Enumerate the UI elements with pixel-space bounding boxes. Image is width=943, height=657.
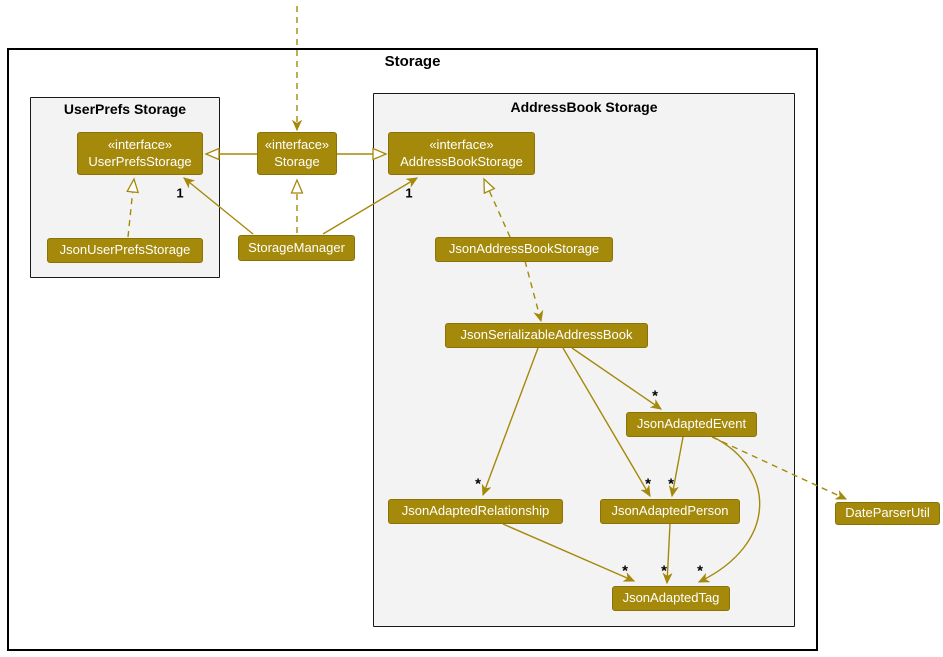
- class-name: UserPrefsStorage: [88, 153, 192, 169]
- class-name: AddressBookStorage: [400, 153, 523, 169]
- class-name: JsonAdaptedPerson: [611, 503, 729, 519]
- multiplicity-label-serializable-event: *: [652, 387, 658, 405]
- class-name: StorageManager: [248, 239, 345, 255]
- node-storagemanager: StorageManager: [238, 235, 355, 261]
- node-jsonaddressbookstorage: JsonAddressBookStorage: [435, 237, 613, 262]
- class-name: Storage: [274, 153, 320, 169]
- node-jsonserializableaddressbook: JsonSerializableAddressBook: [445, 323, 648, 348]
- multiplicity-label-storagemanager-addressbookstorage: 1: [405, 185, 413, 201]
- node-jsonadaptedevent: JsonAdaptedEvent: [626, 412, 757, 437]
- association-arrow-storagemanager-to-userprefsstorage: [184, 178, 254, 235]
- association-arrow-serializable-to-event: [571, 347, 661, 409]
- stereotype-label: «interface»: [264, 136, 330, 152]
- node-jsonadaptedperson: JsonAdaptedPerson: [600, 499, 740, 524]
- multiplicity-label-event-tag: *: [697, 562, 703, 580]
- node-addressbookstorage-interface: «interface» AddressBookStorage: [388, 132, 535, 175]
- association-arrow-person-to-tag: [667, 523, 670, 583]
- node-storage-interface: «interface» Storage: [257, 132, 337, 175]
- stereotype-label: «interface»: [429, 136, 494, 152]
- association-arrow-storagemanager-to-addressbookstorage: [322, 178, 417, 235]
- dependency-arrow-jsonaddressbookstorage-to-jsonserializableaddressbook: [524, 260, 541, 321]
- multiplicity-label-event-person: *: [668, 475, 674, 493]
- multiplicity-label-storagemanager-userprefsstorage: 1: [176, 185, 184, 201]
- package-addressbook-storage: [373, 93, 795, 627]
- dependency-arrow-event-to-dateparserutil: [711, 436, 846, 500]
- class-name: JsonSerializableAddressBook: [460, 327, 633, 343]
- class-name: JsonAdaptedEvent: [636, 416, 747, 432]
- class-name: DateParserUtil: [845, 505, 930, 521]
- association-arrow-relationship-to-tag: [502, 523, 634, 582]
- userprefs-package-title: UserPrefs Storage: [63, 101, 187, 117]
- node-jsonadaptedrelationship: JsonAdaptedRelationship: [388, 499, 563, 524]
- association-arrow-event-to-tag: [699, 436, 761, 583]
- addressbook-package-title: AddressBook Storage: [510, 99, 658, 115]
- association-arrow-serializable-to-person: [562, 347, 650, 496]
- node-jsonadaptedtag: JsonAdaptedTag: [612, 586, 730, 611]
- association-arrow-serializable-to-relationship: [483, 347, 539, 495]
- stereotype-label: «interface»: [107, 136, 173, 152]
- node-userprefsstorage-interface: «interface» UserPrefsStorage: [77, 132, 203, 175]
- outer-package-title: Storage: [384, 53, 441, 70]
- class-name: JsonAddressBookStorage: [448, 241, 600, 257]
- realization-arrow-jsonuserprefsstorage-to-userprefsstorage: [126, 177, 140, 238]
- node-dateparserutil: DateParserUtil: [835, 502, 940, 525]
- multiplicity-label-serializable-relationship: *: [475, 475, 481, 493]
- multiplicity-label-person-tag: *: [661, 562, 667, 580]
- association-arrow-event-to-person: [672, 436, 684, 496]
- node-jsonuserprefsstorage: JsonUserPrefsStorage: [47, 238, 203, 263]
- realization-arrow-jsonaddressbookstorage-to-addressbookstorage: [483, 177, 511, 238]
- class-name: JsonUserPrefsStorage: [59, 242, 191, 258]
- class-name: JsonAdaptedTag: [622, 590, 720, 606]
- multiplicity-label-serializable-person: *: [645, 475, 651, 493]
- class-name: JsonAdaptedRelationship: [401, 503, 550, 519]
- multiplicity-label-relationship-tag: *: [622, 562, 628, 580]
